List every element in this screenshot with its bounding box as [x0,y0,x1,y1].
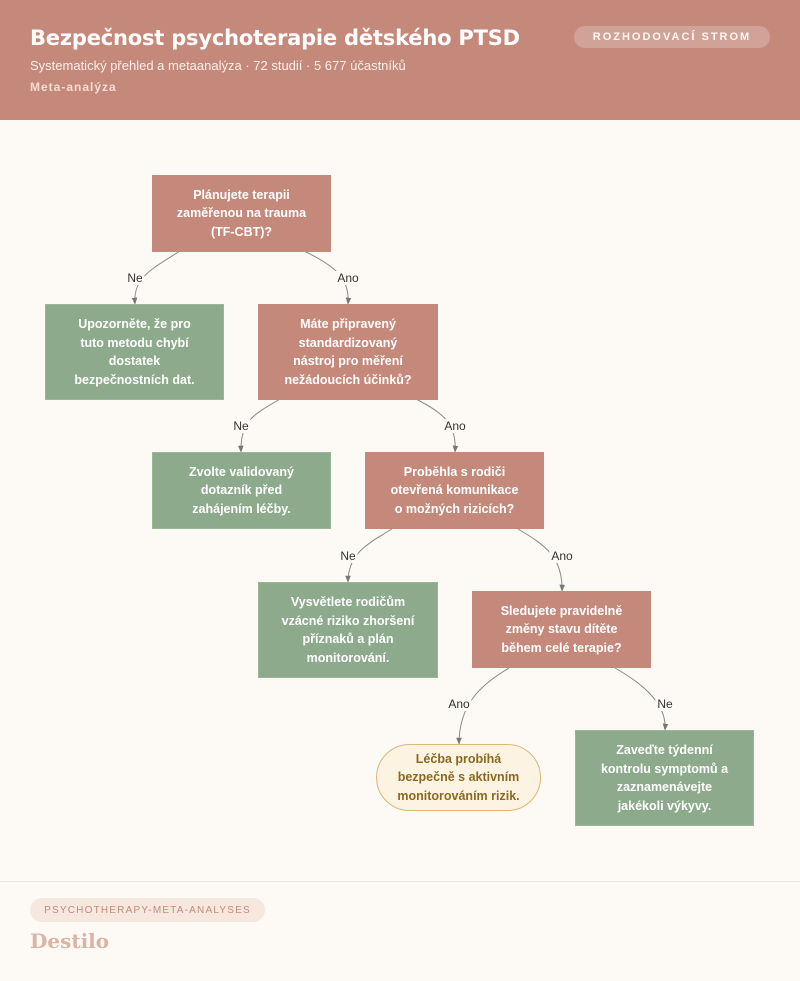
action-node-validated-questionnaire: Zvolte validovaný dotazník před zahájení… [152,452,331,529]
page-subtitle: Systematický přehled a metaanalýza · 72 … [30,58,406,73]
action-node-warn-data: Upozorněte, že pro tuto metodu chybí dos… [45,304,224,400]
edge-label-q4-no: Ne [655,697,675,711]
decision-node-parent-communication: Proběhla s rodiči otevřená komunikace o … [365,452,544,529]
edge-label-q4-yes: Ano [446,697,472,711]
decision-node-monitoring: Sledujete pravidelně změny stavu dítěte … [472,591,651,668]
outcome-node-safe-treatment: Léčba probíhá bezpečně s aktivním monito… [376,744,541,811]
category-tag: Meta-analýza [30,80,117,94]
edge-label-q1-yes: Ano [335,271,361,285]
edge-q2-no [238,398,281,453]
action-node-explain-risk: Vysvětlete rodičům vzácné riziko zhoršen… [258,582,438,678]
decision-node-measurement-tool: Máte připravený standardizovaný nástroj … [258,304,438,400]
edge-q1-no [131,250,181,305]
edge-label-q3-no: Ne [338,549,358,563]
header-banner: Bezpečnost psychoterapie dětského PTSD S… [0,0,800,120]
footer-divider [0,881,800,882]
page-title: Bezpečnost psychoterapie dětského PTSD [30,26,520,50]
edge-q4-no [614,667,669,731]
edge-q3-no [345,528,393,583]
brand-logo: Destilo [30,929,110,953]
edge-label-q2-no: Ne [231,419,251,433]
edge-q4-yes [456,667,510,745]
edge-label-q2-yes: Ano [442,419,468,433]
edge-label-q3-yes: Ano [549,549,575,563]
action-node-weekly-check: Zaveďte týdenní kontrolu symptomů a zazn… [575,730,754,826]
footer-tag: PSYCHOTHERAPY-META-ANALYSES [30,898,265,922]
decision-node-tfcbt: Plánujete terapii zaměřenou na trauma (T… [152,175,331,252]
edge-label-q1-no: Ne [125,271,145,285]
decision-tree-badge: ROZHODOVACÍ STROM [574,26,770,48]
